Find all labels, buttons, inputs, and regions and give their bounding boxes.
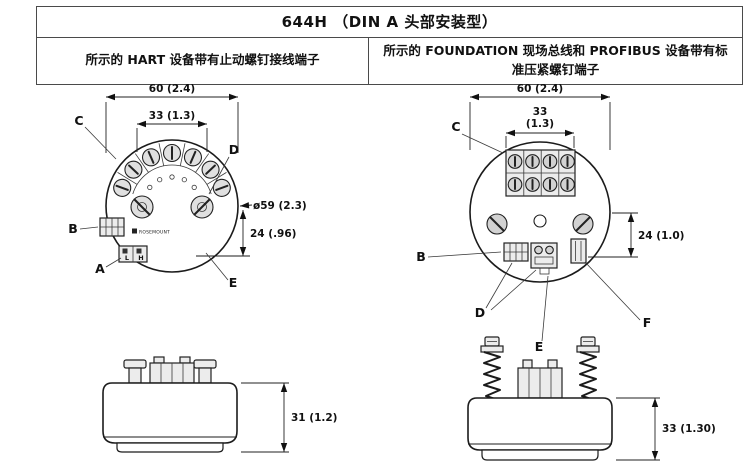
hart-side-height-label: 31 (1.2) [291, 412, 337, 424]
test-terminal-block [530, 242, 558, 275]
hart-dim-terminal-label: 33 (1.3) [149, 110, 195, 122]
hart-dim-terminal-span: 33 (1.3) [136, 110, 208, 152]
mounting-screw-right [572, 213, 594, 235]
fieldbus-comm-connector [503, 242, 529, 262]
hart-dim-diameter-label: ø59 (2.3) [253, 200, 307, 212]
hart-side-dim: 31 (1.2) [241, 382, 337, 453]
sensor-terminal-screws [113, 143, 231, 197]
clamp-terminal [570, 238, 587, 264]
fb-dim-width-label: 60 (2.4) [517, 83, 563, 95]
fb-dim-terminal-in: (1.3) [526, 118, 554, 130]
fb-dim-base: 24 (1.0) [588, 212, 684, 258]
callout-a: A [95, 261, 105, 276]
test-terminal-left [130, 195, 154, 219]
hart-top-view: ROSEMOUNT L H 60 (2.4) 33 [68, 83, 306, 290]
callout-c: C [74, 113, 83, 128]
callout-f: F [643, 315, 652, 330]
callout-e: E [229, 275, 238, 290]
fieldbus-description-cell: 所示的 FOUNDATION 现场总线和 PROFIBUS 设备带有标准压紧螺钉… [369, 38, 742, 84]
switch-block: L H [118, 245, 148, 263]
center-hole [533, 214, 547, 228]
callout-d: D [475, 305, 485, 320]
hart-dim-base: 24 (.96) [239, 210, 296, 256]
fieldbus-terminal-block [505, 149, 576, 197]
fieldbus-side-dim: 33 (1.30) [616, 397, 716, 461]
wiring-diagram-marks [147, 174, 197, 190]
terminal-dividers [117, 143, 227, 185]
hart-dim-base-label: 24 (.96) [250, 228, 296, 240]
test-terminal-right [190, 195, 214, 219]
hart-description-cell: 所示的 HART 设备带有止动螺钉接线端子 [37, 38, 369, 84]
page-title: 644H （DIN A 头部安装型） [37, 7, 742, 38]
fb-dim-base-label: 24 (1.0) [638, 230, 684, 242]
callout-e: E [535, 339, 544, 354]
brand-logo: ROSEMOUNT [132, 228, 170, 236]
hart-description: 所示的 HART 设备带有止动螺钉接线端子 [85, 52, 320, 68]
fieldbus-side-height-label: 33 (1.30) [662, 423, 716, 435]
mounting-screw-left [486, 213, 508, 235]
comm-connector [99, 217, 125, 237]
callout-d: D [229, 142, 239, 157]
hart-side-view: 31 (1.2) [102, 356, 337, 453]
fieldbus-side-view: 33 (1.30) [467, 336, 716, 461]
spring-right [576, 336, 600, 401]
callout-c: C [451, 119, 460, 134]
fieldbus-description: 所示的 FOUNDATION 现场总线和 PROFIBUS 设备带有标准压紧螺钉… [383, 43, 728, 77]
header-table: 644H （DIN A 头部安装型） 所示的 HART 设备带有止动螺钉接线端子… [36, 6, 743, 85]
brand-text: ROSEMOUNT [139, 230, 170, 236]
spring-left [480, 336, 504, 401]
switch-label-l: L [125, 254, 129, 262]
fieldbus-callouts: C B D E F [416, 119, 651, 354]
fb-dim-terminal-span: 33 (1.3) [505, 106, 575, 148]
hart-dim-diameter: ø59 (2.3) [239, 200, 307, 212]
brand-logo-mark [132, 228, 137, 234]
callout-b: B [416, 249, 426, 264]
fb-dim-housing-width: 60 (2.4) [469, 83, 611, 150]
callout-b: B [68, 221, 78, 236]
side-terminal-block [517, 359, 563, 399]
fieldbus-top-view: 60 (2.4) 33 (1.3) 24 (1.0) C B D [416, 83, 684, 354]
hart-dim-width-label: 60 (2.4) [149, 83, 195, 95]
switch-label-h: H [138, 254, 143, 262]
description-row: 所示的 HART 设备带有止动螺钉接线端子 所示的 FOUNDATION 现场总… [37, 38, 742, 84]
fb-dim-terminal-mm: 33 [533, 106, 548, 118]
hart-callouts: C D B A E [68, 113, 239, 290]
hart-dim-housing-width: 60 (2.4) [105, 83, 239, 153]
